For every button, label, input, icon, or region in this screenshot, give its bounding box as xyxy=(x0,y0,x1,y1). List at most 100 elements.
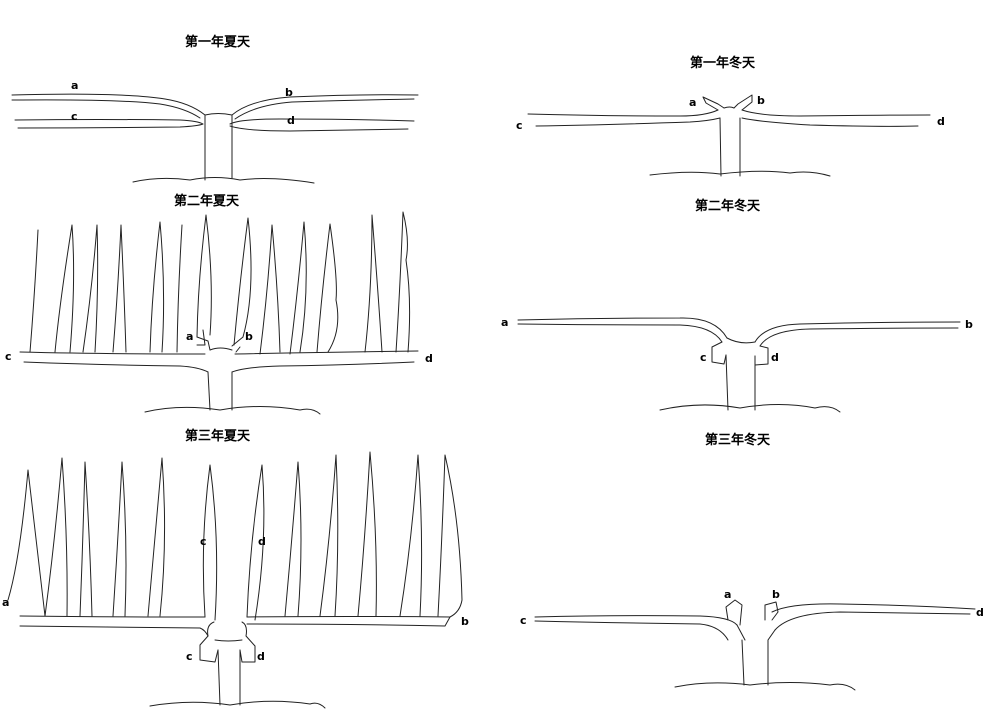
shoot xyxy=(437,454,463,618)
shoot xyxy=(54,224,75,353)
cane-d xyxy=(771,603,976,631)
label-b: b xyxy=(461,615,469,628)
spur-d xyxy=(239,621,256,663)
shoot xyxy=(395,211,411,353)
label-a: a xyxy=(2,596,9,609)
cane-a xyxy=(11,93,206,119)
label-b: b xyxy=(965,318,973,331)
spur-a xyxy=(196,329,211,351)
label-c: c xyxy=(516,119,523,132)
label-b: b xyxy=(772,588,780,601)
label-d: d xyxy=(771,351,779,364)
spur-b xyxy=(764,601,779,621)
cane-c xyxy=(527,109,721,127)
spur-b xyxy=(733,94,753,111)
label-d: d xyxy=(976,606,984,619)
shoot xyxy=(289,221,307,355)
cane-b xyxy=(231,94,419,120)
panel-title: 第二年冬天 xyxy=(695,198,761,214)
label-b: b xyxy=(245,330,253,343)
ground-line xyxy=(149,700,326,709)
label-a: a xyxy=(186,330,193,343)
shoot xyxy=(233,217,252,346)
shoot xyxy=(149,221,165,353)
trunk xyxy=(204,113,233,181)
shoot xyxy=(79,461,93,617)
trunk xyxy=(736,624,776,686)
panel-title: 第二年夏天 xyxy=(174,193,240,209)
panel-y3-winter: 第三年冬天 a b c d xyxy=(520,432,984,691)
trunk xyxy=(719,106,741,177)
panel-title: 第三年夏天 xyxy=(185,428,251,444)
panel-y3-summer: 第三年夏天 c d a b c d xyxy=(2,428,469,709)
label-c-spur: c xyxy=(186,650,193,663)
cane-d xyxy=(229,118,415,132)
ground-line xyxy=(659,404,841,413)
label-c: c xyxy=(5,350,12,363)
trunk xyxy=(725,337,756,411)
ground-line xyxy=(674,682,856,691)
cane-a xyxy=(19,615,209,637)
shoot xyxy=(196,214,212,338)
label-c: c xyxy=(520,614,527,627)
cane-b xyxy=(246,616,451,627)
shoot xyxy=(147,457,166,617)
cane-a xyxy=(517,317,728,343)
label-b: b xyxy=(285,86,293,99)
cane-c xyxy=(19,351,209,373)
spur-d xyxy=(754,345,769,366)
panel-y2-winter: 第二年冬天 a b c d xyxy=(501,198,973,413)
label-a: a xyxy=(501,316,508,329)
ground-line xyxy=(132,177,315,184)
label-c: c xyxy=(71,110,78,123)
shoot-d xyxy=(246,464,265,621)
shoot xyxy=(364,214,383,353)
shoot xyxy=(316,223,339,353)
spur-a xyxy=(725,599,743,626)
trunk xyxy=(214,639,243,706)
shoot xyxy=(112,461,127,617)
shoot xyxy=(44,457,68,617)
summer-shoots xyxy=(29,211,411,355)
spur-a xyxy=(702,96,725,111)
panel-title: 第一年夏天 xyxy=(185,34,251,50)
shoot xyxy=(357,451,377,617)
panel-y2-summer: 第二年夏天 a b c d xyxy=(5,193,433,415)
cane-c xyxy=(14,119,204,129)
spur-c xyxy=(199,621,219,663)
label-d: d xyxy=(287,114,295,127)
ground-line xyxy=(144,406,321,415)
panel-title: 第三年冬天 xyxy=(705,432,771,448)
label-a: a xyxy=(724,588,731,601)
label-b: b xyxy=(757,94,765,107)
shoot xyxy=(259,224,281,355)
label-d: d xyxy=(425,352,433,365)
shoot xyxy=(176,224,183,353)
spur-c xyxy=(711,341,727,365)
shoot xyxy=(112,224,127,353)
summer-shoots xyxy=(7,451,463,618)
label-d: d xyxy=(937,115,945,128)
shoot-c xyxy=(202,464,218,621)
shoot xyxy=(399,454,423,617)
panel-y1-summer: 第一年夏天 a b c d xyxy=(11,34,419,184)
ground-line xyxy=(649,170,831,177)
label-c: c xyxy=(200,535,207,548)
panel-title: 第一年冬天 xyxy=(690,55,756,71)
shoot xyxy=(29,229,39,353)
panel-y1-winter: 第一年冬天 a b c d xyxy=(516,55,945,177)
label-a: a xyxy=(71,79,78,92)
shoot xyxy=(319,454,339,617)
cane-b xyxy=(754,321,961,347)
shoot xyxy=(284,461,302,617)
label-a: a xyxy=(689,96,696,109)
shoot xyxy=(82,224,99,353)
label-d-spur: d xyxy=(257,650,265,663)
label-c: c xyxy=(700,351,707,364)
cane-d xyxy=(741,109,931,127)
trunk xyxy=(207,347,233,411)
shoot xyxy=(7,469,46,617)
label-d: d xyxy=(258,535,266,548)
cane-c xyxy=(534,615,738,641)
